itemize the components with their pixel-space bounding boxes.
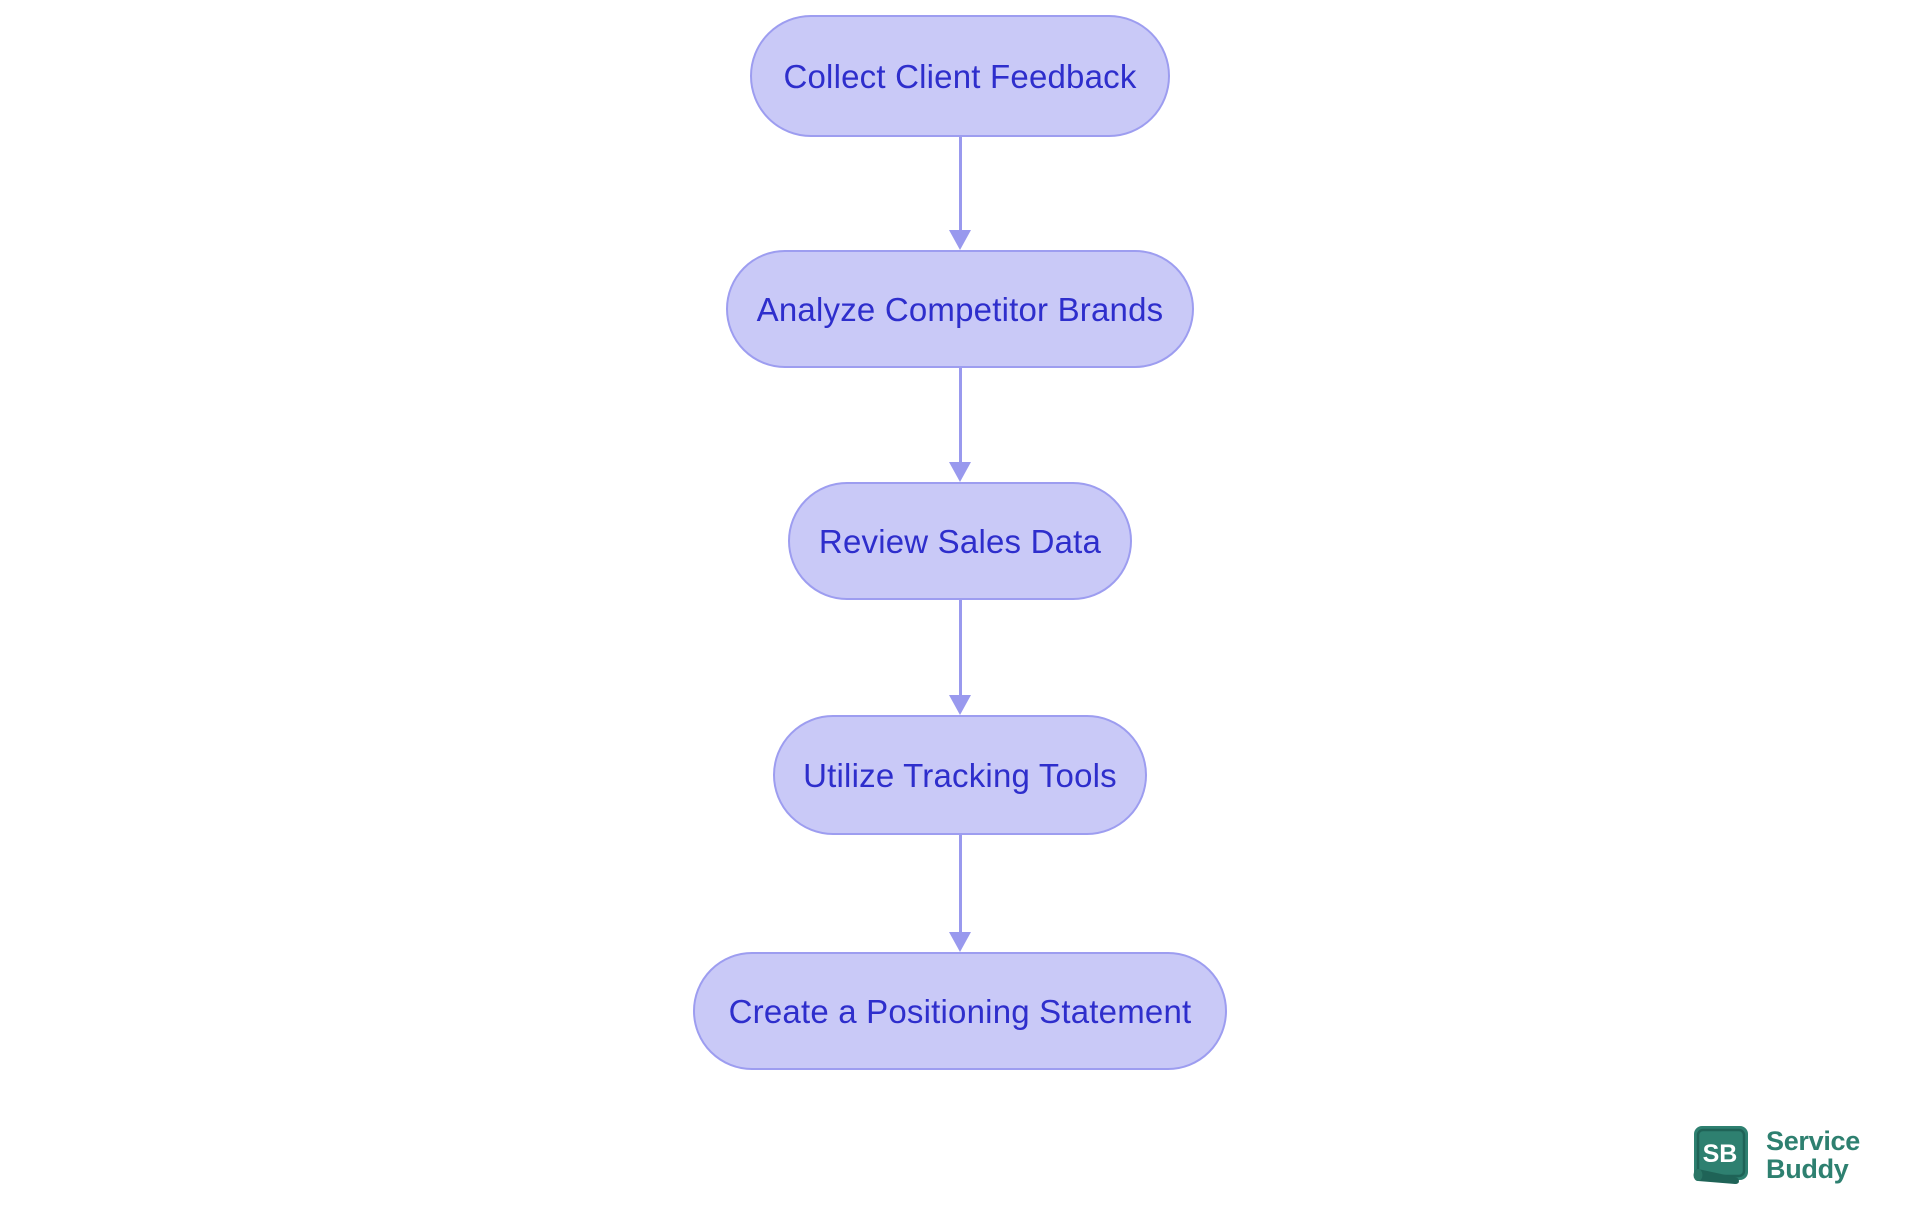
service-buddy-logo-icon: SB [1692, 1124, 1754, 1186]
flowchart-arrow-1 [948, 137, 972, 250]
arrow-head-down-icon [949, 462, 971, 482]
arrow-stem [958, 835, 962, 932]
service-buddy-wordmark: Service Buddy [1766, 1127, 1860, 1183]
logo-name-line-2: Buddy [1766, 1154, 1849, 1184]
arrow-head-down-icon [949, 695, 971, 715]
flowchart-arrow-4 [948, 835, 972, 952]
arrow-head-down-icon [949, 932, 971, 952]
flowchart-arrow-3 [948, 600, 972, 715]
flowchart-flow: Collect Client Feedback Analyze Competit… [693, 15, 1227, 1070]
flowchart-node-analyze-competitor-brands[interactable]: Analyze Competitor Brands [726, 250, 1194, 368]
flowchart-node-collect-client-feedback[interactable]: Collect Client Feedback [750, 15, 1170, 137]
service-buddy-logo: SB Service Buddy [1692, 1124, 1860, 1186]
flowchart-node-review-sales-data[interactable]: Review Sales Data [788, 482, 1132, 600]
logo-name-line-1: Service [1766, 1125, 1860, 1156]
flowchart-arrow-2 [948, 368, 972, 482]
flowchart-node-create-a-positioning-statement[interactable]: Create a Positioning Statement [693, 952, 1227, 1070]
svg-text:SB: SB [1703, 1140, 1738, 1168]
arrow-stem [958, 600, 962, 695]
arrow-stem [958, 368, 962, 462]
flowchart-node-utilize-tracking-tools[interactable]: Utilize Tracking Tools [773, 715, 1147, 835]
arrow-stem [958, 137, 962, 230]
arrow-head-down-icon [949, 230, 971, 250]
